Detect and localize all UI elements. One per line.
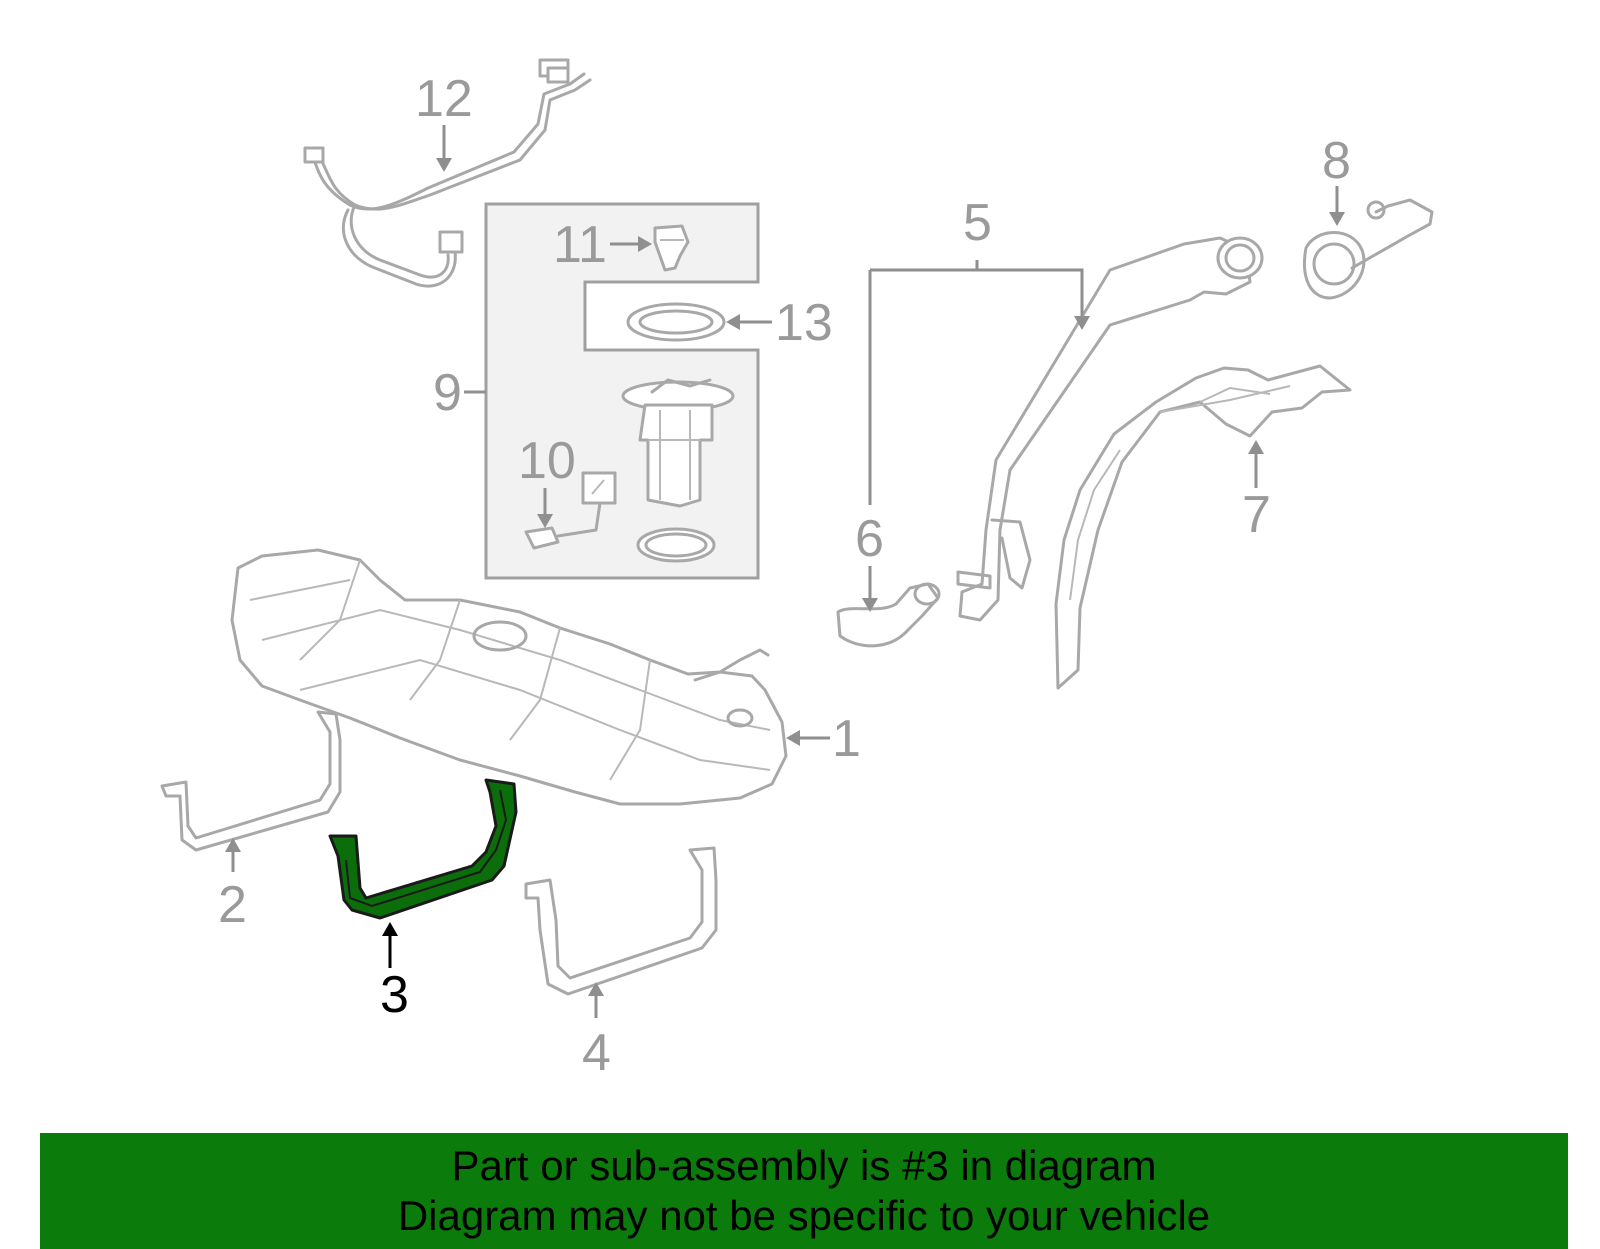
callout-label-4: 4 (582, 1024, 611, 1082)
part-8-fuel-cap[interactable] (1303, 198, 1434, 300)
callout-label-10: 10 (518, 432, 576, 490)
part-5-filler-pipe[interactable] (956, 236, 1264, 622)
callout-label-13: 13 (775, 294, 833, 352)
callout-3: 3 (380, 922, 409, 1024)
part-6-hose[interactable] (836, 582, 941, 648)
part-12-wiring-harness[interactable] (303, 58, 592, 288)
part-10-sensor[interactable] (524, 471, 617, 550)
part-9-fuel-pump-module[interactable] (621, 378, 735, 563)
callout-label-11: 11 (553, 216, 607, 274)
callout-4: 4 (582, 982, 611, 1082)
banner-line-disclaimer: Diagram may not be specific to your vehi… (397, 1192, 1211, 1239)
callout-7: 7 (1242, 440, 1271, 544)
callout-label-2: 2 (218, 876, 247, 934)
callout-label-12: 12 (415, 70, 473, 128)
part-11-connector[interactable] (653, 224, 690, 272)
callout-label-3: 3 (380, 966, 409, 1024)
callout-10: 10 (518, 432, 576, 528)
callout-label-9: 9 (433, 364, 462, 422)
callout-12: 12 (415, 70, 473, 172)
part-1-fuel-tank[interactable] (230, 548, 788, 806)
part-3-tank-strap-highlighted[interactable] (328, 778, 518, 920)
part-7-bracket[interactable] (1054, 364, 1352, 690)
callout-label-8: 8 (1322, 132, 1351, 190)
callout-8: 8 (1322, 132, 1351, 226)
callout-2: 2 (218, 838, 247, 934)
part-3-shape (328, 778, 518, 920)
callout-11: 11 (553, 216, 652, 274)
info-banner: Part or sub-assembly is #3 in diagram Di… (40, 1133, 1568, 1249)
callout-label-6: 6 (855, 510, 884, 568)
callout-label-5: 5 (963, 194, 992, 252)
callout-9: 9 (433, 364, 486, 422)
callout-6: 6 (855, 510, 884, 612)
part-4-tank-strap[interactable] (524, 846, 718, 996)
callout-13: 13 (726, 294, 833, 352)
part-13-seal-ring[interactable] (626, 302, 726, 342)
callout-label-1: 1 (832, 710, 861, 768)
callout-5: 5 (868, 194, 1090, 505)
part-2-tank-strap[interactable] (160, 710, 342, 852)
callout-label-7: 7 (1242, 486, 1271, 544)
callout-1: 1 (786, 710, 861, 768)
banner-line-part-number: Part or sub-assembly is #3 in diagram (451, 1142, 1157, 1189)
